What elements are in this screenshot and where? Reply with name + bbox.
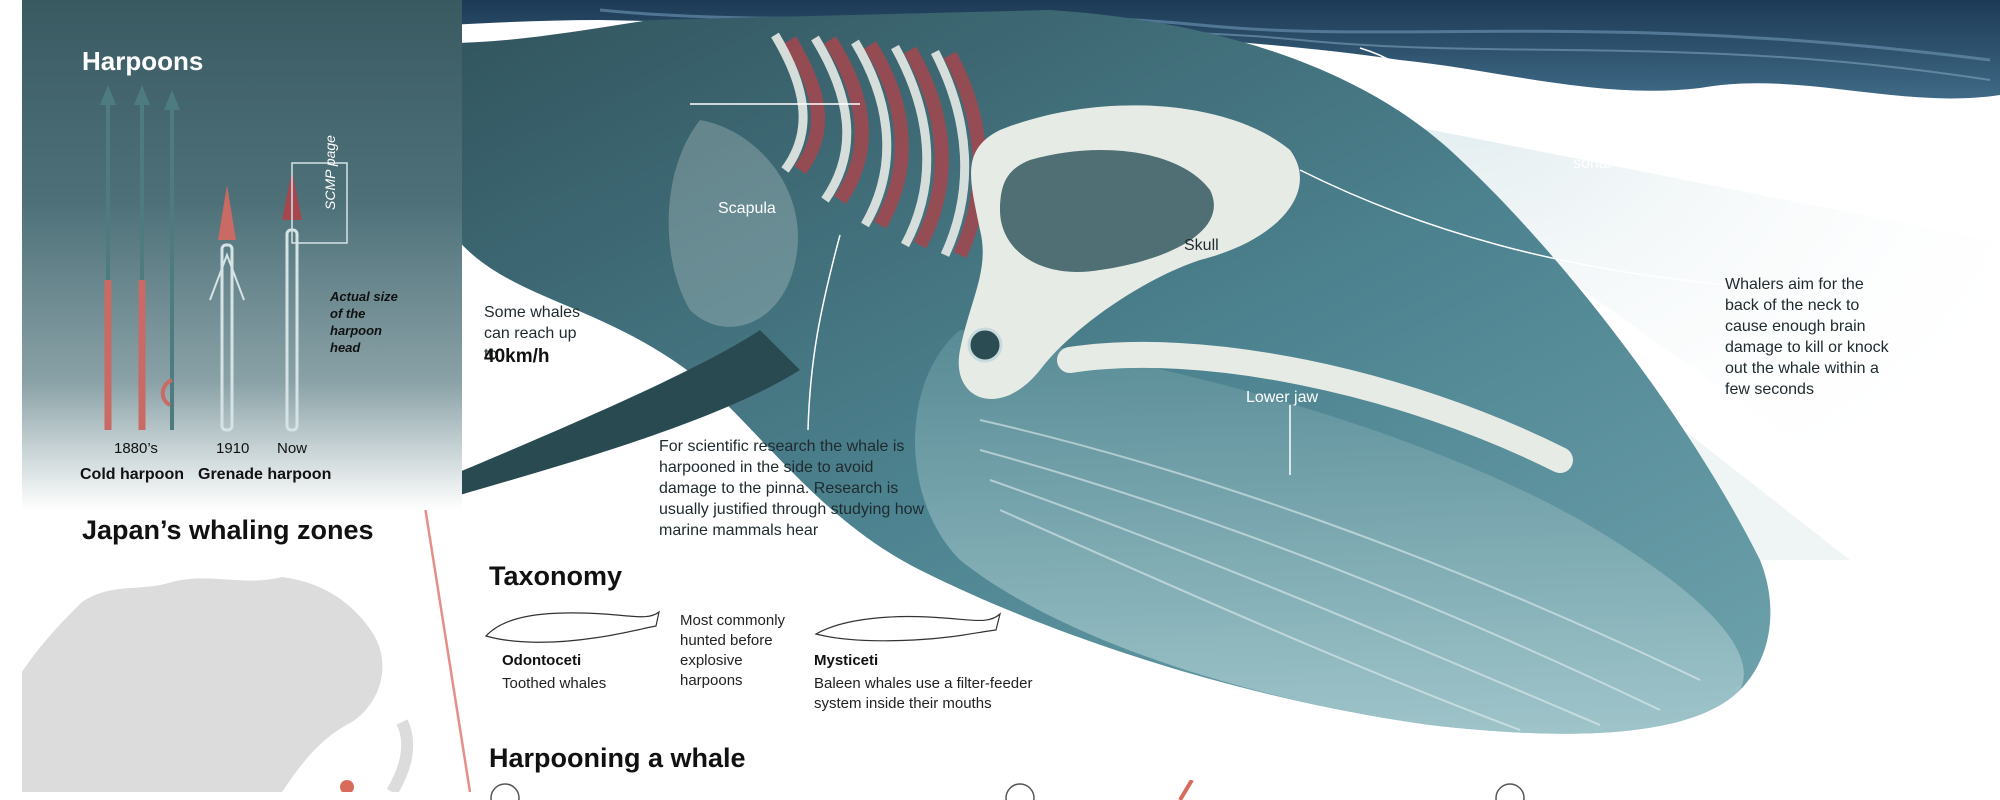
sonar-label: Whales are located through sophisticated… (1573, 113, 1726, 172)
lower-jaw-label: Lower jaw (1246, 389, 1319, 406)
mysticeti-silhouette (814, 612, 1002, 642)
speed-intro: Some whales can reach up to (484, 304, 581, 363)
sea-surface (22, 0, 2000, 99)
pectoral-fin (429, 330, 800, 499)
speed-value: 40km/h (484, 346, 550, 367)
ribs (783, 36, 987, 258)
grenade-harpoon-1910 (220, 243, 234, 432)
odontoceti-name: Odontoceti (502, 652, 582, 669)
odontoceti-sub: Toothed whales (502, 675, 607, 692)
scapula-label: Scapula (718, 200, 776, 217)
whaling-zones-map (22, 577, 414, 792)
grenade-year-now: Now (277, 440, 308, 457)
actual-size-note: Actual size of the harpoon head (330, 289, 398, 355)
blowholes-label: Blowholes (1418, 91, 1491, 108)
scapula-bone (668, 120, 798, 327)
grenade-harpoon-name: Grenade harpoon (198, 466, 332, 483)
harpoons-title: Harpoons (82, 46, 204, 76)
harpoon-drawings (100, 85, 348, 432)
harpooning-title: Harpooning a whale (489, 743, 746, 773)
odontoceti-note: Most commonly hunted before explosive ha… (680, 612, 786, 689)
whale-eye (967, 327, 1003, 363)
mysticeti-name: Mysticeti (814, 652, 879, 669)
scmp-page-label: SCMP page (322, 135, 338, 210)
aim-label: Whalers aim for the back of the neck to … (1725, 276, 1889, 398)
whaling-zones-title: Japan’s whaling zones (82, 515, 374, 545)
harpoon-panel (22, 0, 462, 510)
skull-label: Skull (1184, 237, 1219, 254)
grenade-harpoon-now (285, 228, 299, 432)
grenade-year-1910: 1910 (216, 440, 250, 457)
research-note: For scientific research the whale is har… (659, 438, 925, 539)
harpooning-steps-preview (490, 780, 1525, 800)
cold-harpoon-year: 1880’s (114, 440, 158, 457)
mysticeti-sub: Baleen whales use a filter-feeder system… (814, 675, 1033, 712)
cold-harpoon-name: Cold harpoon (80, 466, 184, 483)
lower-jaw (915, 330, 1744, 734)
odontoceti-silhouette (484, 610, 660, 643)
taxonomy-title: Taxonomy (489, 561, 623, 591)
